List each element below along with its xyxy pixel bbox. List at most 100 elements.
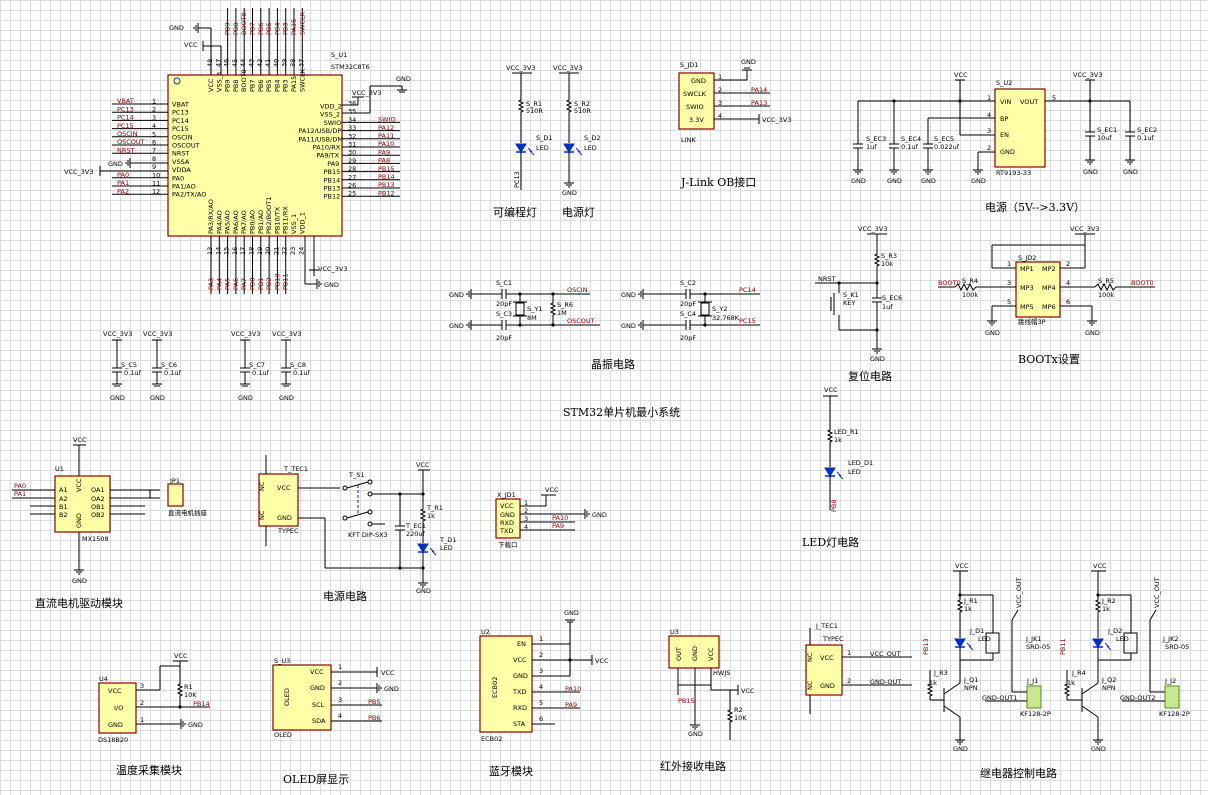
decoup-vcc-2: VCC_3V3 bbox=[231, 330, 261, 338]
mcu-top-pin-3: PB8 bbox=[232, 79, 240, 92]
svg-text:A2: A2 bbox=[59, 495, 68, 503]
reg-ref: S_U2 bbox=[996, 79, 1012, 87]
mcu-right-num-6: 30 bbox=[348, 149, 356, 157]
mcu-bottom-num-1: 14 bbox=[214, 247, 222, 255]
boot-block: S_JD2 MP1 MP2 MP3 MP4 MP5 MP6 跳线帽3P 1 2 … bbox=[938, 225, 1155, 366]
mcu-left-net-9: PA0 bbox=[117, 171, 129, 179]
svg-text:4: 4 bbox=[987, 111, 991, 119]
svg-text:DS18B20: DS18B20 bbox=[98, 736, 128, 744]
svg-text:4: 4 bbox=[338, 712, 342, 720]
mcu-right-pin-4: PA11/USB/DM bbox=[298, 135, 343, 143]
svg-text:J_D2: J_D2 bbox=[1107, 627, 1122, 635]
svg-text:0.022uf: 0.022uf bbox=[934, 143, 960, 151]
svg-text:1k: 1k bbox=[1067, 679, 1075, 687]
svg-text:VOUT: VOUT bbox=[1020, 98, 1038, 106]
mcu-top-pin-2: PB9 bbox=[224, 79, 232, 92]
svg-text:VCC: VCC bbox=[75, 478, 83, 492]
svg-text:HWJS: HWJS bbox=[713, 669, 730, 677]
svg-text:PB5: PB5 bbox=[368, 698, 381, 706]
mcu-left-num-7: 8 bbox=[152, 155, 156, 163]
svg-text:KFT DIP-SX3: KFT DIP-SX3 bbox=[348, 531, 388, 539]
svg-text:PA0: PA0 bbox=[14, 482, 26, 490]
svg-text:J_R4: J_R4 bbox=[1071, 669, 1086, 677]
svg-text:VCC: VCC bbox=[73, 436, 87, 444]
mcu-gnd-bottom: GND bbox=[324, 281, 339, 289]
mcu-bottom-num-5: 18 bbox=[248, 247, 256, 255]
mcu-right-num-0: 36 bbox=[348, 100, 356, 108]
svg-text:S_K1: S_K1 bbox=[843, 291, 859, 299]
mcu-right-num-10: 26 bbox=[348, 182, 356, 190]
svg-text:GND: GND bbox=[1091, 745, 1106, 753]
svg-text:GND: GND bbox=[513, 672, 528, 680]
mcu-left-num-9: 10 bbox=[152, 171, 160, 179]
mcu-left-net-2: PC14 bbox=[117, 114, 134, 122]
caption-prog-led: 可编程灯 bbox=[493, 205, 537, 219]
svg-text:OSCIN: OSCIN bbox=[567, 286, 588, 294]
crystal-block: GND S_C1 20pF OSCIN GND S_C3 20pF OSCOUT… bbox=[449, 279, 760, 419]
svg-text:GND: GND bbox=[108, 721, 123, 729]
svg-text:1k: 1k bbox=[929, 679, 937, 687]
mcu-bottom-pin-8: PB10/TX bbox=[273, 206, 281, 234]
mcu-left-pin-7: VSSA bbox=[172, 158, 190, 166]
svg-text:MP4: MP4 bbox=[1042, 284, 1056, 292]
boot-jumper-body bbox=[1015, 261, 1061, 318]
svg-text:PB14: PB14 bbox=[193, 700, 210, 708]
svg-text:3: 3 bbox=[987, 127, 991, 135]
mcu-left-pin-8: VDDA bbox=[172, 166, 191, 174]
svg-text:VCC: VCC bbox=[820, 654, 834, 662]
svg-text:VCC_3V3: VCC_3V3 bbox=[1073, 71, 1103, 79]
svg-text:1: 1 bbox=[524, 499, 528, 507]
svg-text:下载口: 下载口 bbox=[498, 540, 518, 549]
svg-text:T_EC1: T_EC1 bbox=[405, 522, 426, 530]
mcu-bottom-net-9: PB11 bbox=[282, 273, 290, 290]
led2-r-ref: S_R2 bbox=[574, 100, 590, 108]
svg-text:NC: NC bbox=[806, 680, 814, 690]
svg-text:PB15: PB15 bbox=[678, 697, 695, 705]
caption-reset: 复位电路 bbox=[848, 369, 892, 383]
svg-text:PB13: PB13 bbox=[922, 638, 930, 655]
power-circuit-block: T_TEC1 NC NC VCC GND TYPEC T_S1 KFT DIP-… bbox=[258, 455, 456, 603]
mcu-bottom-num-4: 17 bbox=[239, 247, 247, 255]
jlink-net-pa13: PA13 bbox=[751, 99, 767, 107]
mcu-top-pin-10: PA15 bbox=[290, 76, 298, 92]
led1-r-ref: S_R1 bbox=[526, 100, 542, 108]
svg-text:GND: GND bbox=[188, 721, 203, 729]
mcu-top-net-11: SWCLK bbox=[298, 11, 306, 35]
oled-block: S_U3 VCC GND SCL SDA OLED OLED 1 2 3 4 V… bbox=[272, 657, 399, 786]
led2-r-val: 510R bbox=[574, 107, 591, 115]
svg-text:5: 5 bbox=[1052, 94, 1056, 102]
mcu-left-pin-3: PC15 bbox=[172, 125, 189, 133]
svg-text:NPN: NPN bbox=[964, 684, 978, 692]
svg-text:1: 1 bbox=[338, 663, 342, 671]
mcu-top-pin-0: VCC bbox=[207, 78, 215, 92]
mcu-left-net-6: NRST bbox=[117, 146, 135, 154]
svg-text:1: 1 bbox=[718, 73, 722, 81]
svg-text:GND: GND bbox=[384, 685, 399, 693]
svg-text:U1: U1 bbox=[55, 465, 64, 473]
mcu-bottom-net-8: PB10 bbox=[273, 273, 281, 290]
caption-power-led: 电源灯 bbox=[562, 205, 595, 219]
led1-r-val: 510R bbox=[526, 107, 543, 115]
svg-text:EN: EN bbox=[517, 640, 526, 648]
svg-text:LED: LED bbox=[978, 635, 991, 643]
decoup-ref-2: S_C7 bbox=[249, 361, 265, 369]
svg-text:B2: B2 bbox=[59, 511, 68, 519]
svg-text:LED_R1: LED_R1 bbox=[834, 428, 859, 436]
mcu-right-num-8: 28 bbox=[348, 165, 356, 173]
svg-text:ECB02: ECB02 bbox=[491, 677, 499, 698]
mcu-left-pin-10: PA1/AO bbox=[172, 183, 196, 191]
mcu-vcc33-right: VCC_3V3 bbox=[352, 89, 382, 97]
mcu-right-num-2: 34 bbox=[348, 116, 356, 124]
decoup-vcc-1: VCC_3V3 bbox=[143, 330, 173, 338]
jlink-pin-33: 3.3V bbox=[689, 116, 704, 124]
svg-text:GND: GND bbox=[820, 682, 835, 690]
mcu-right-num-7: 29 bbox=[348, 157, 356, 165]
mcu-bottom-pin-3: PA6/AO bbox=[232, 210, 240, 234]
svg-text:2: 2 bbox=[524, 507, 528, 515]
mcu-left-net-10: PA1 bbox=[117, 179, 129, 187]
decoup-vcc-3: VCC_3V3 bbox=[272, 330, 302, 338]
svg-text:VCC: VCC bbox=[595, 657, 609, 665]
svg-text:10k: 10k bbox=[881, 260, 893, 268]
mcu-gnd-right: GND bbox=[396, 75, 411, 83]
caption-stm32: STM32单片机最小系统 bbox=[563, 405, 680, 419]
